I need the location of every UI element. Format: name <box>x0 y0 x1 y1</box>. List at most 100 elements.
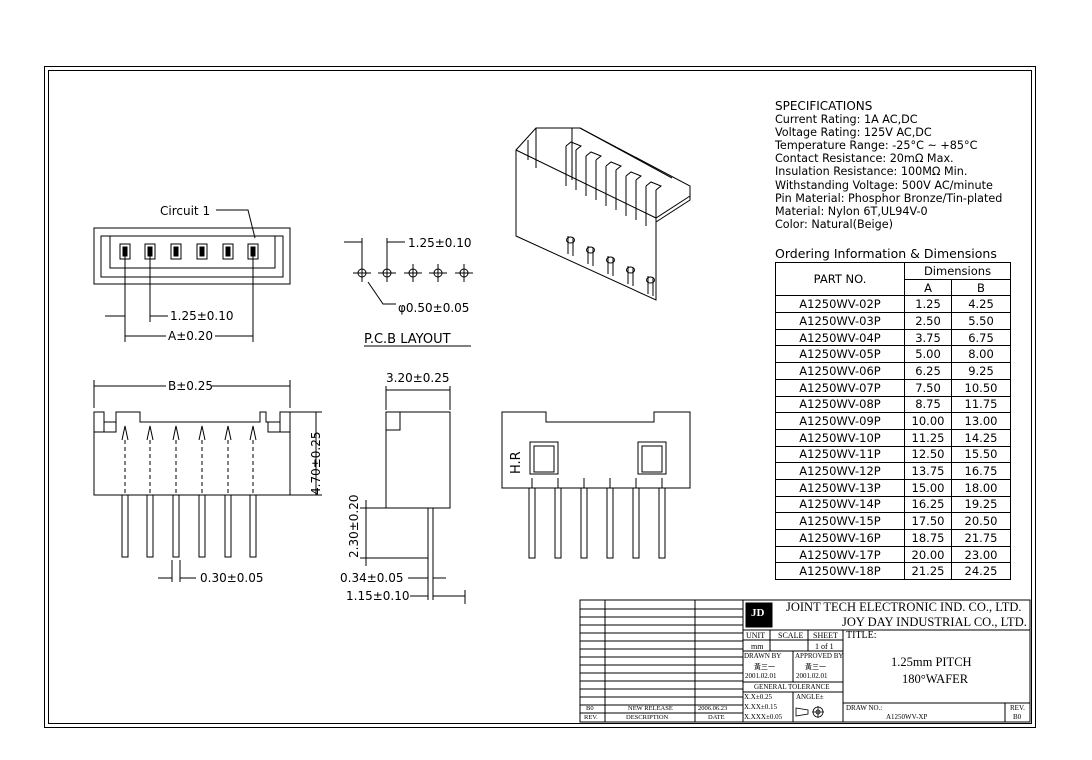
iso-pin-tail <box>587 246 594 266</box>
spec-line: Contact Resistance: 20mΩ Max. <box>775 152 954 166</box>
tolerance-1: X.X±0.25 <box>744 693 772 701</box>
col-b-header: B <box>951 278 1011 297</box>
unit-label: UNIT <box>746 631 766 640</box>
dim-a-cell: 18.75 <box>904 529 952 547</box>
part-no-cell: A1250WV-04P <box>775 328 905 347</box>
spec-line: Temperature Range: -25°C ~ +85°C <box>775 139 978 153</box>
iso-pin-slot <box>585 151 602 200</box>
isometric-pins <box>565 141 662 296</box>
dim-b-cell: 20.50 <box>951 512 1011 530</box>
drawn-by-label: DRAWN BY <box>744 652 782 660</box>
tolerance-3: X.XXX±0.05 <box>744 713 783 721</box>
pcb-hole-centerline <box>404 264 422 282</box>
draw-no-label: DRAW NO.: <box>846 704 883 712</box>
dim-pcb-pitch: 1.25±0.10 <box>408 236 472 250</box>
approved-date: 2001.02.01 <box>796 672 828 680</box>
front-pin-tail <box>198 494 206 558</box>
part-no-cell: A1250WV-06P <box>775 362 905 380</box>
company-name-1: JOINT TECH ELECTRONIC IND. CO., LTD. <box>786 600 1022 614</box>
rear-pin-tail <box>580 487 588 559</box>
drawn-by-name: 黃三一 <box>754 663 775 671</box>
part-no-cell: A1250WV-16P <box>775 529 905 547</box>
front-pin-tail <box>224 494 232 558</box>
title-label: TITLE: <box>846 630 877 641</box>
dim-a-cell: 11.25 <box>904 428 952 447</box>
top-pin-outline <box>196 243 208 260</box>
pcb-layout-label: P.C.B LAYOUT <box>364 332 451 347</box>
part-no-cell: A1250WV-13P <box>775 478 905 497</box>
rev-value: B0 <box>1013 713 1022 721</box>
spec-line: Withstanding Voltage: 500V AC/minute <box>775 178 993 192</box>
spec-line: Current Rating: 1A AC,DC <box>775 113 918 127</box>
dim-b-cell: 9.25 <box>951 362 1011 380</box>
front-pin-tip <box>224 425 232 441</box>
front-pin-tip <box>146 425 154 441</box>
projection-symbol-icon <box>795 706 824 718</box>
front-pin-tail <box>172 494 180 558</box>
revision-row-desc: NEW RELEASE <box>628 705 673 712</box>
rear-view: H.R <box>501 411 691 559</box>
specifications-heading: SPECIFICATIONS <box>775 99 873 113</box>
iso-pin-tail <box>647 276 654 296</box>
company-logo: JD <box>751 607 765 619</box>
part-no-cell: A1250WV-03P <box>775 312 905 330</box>
dim-a-cell: 13.75 <box>904 462 952 480</box>
dim-b-cell: 5.50 <box>951 312 1011 330</box>
dim-b-cell: 10.50 <box>951 378 1011 397</box>
iso-pin-slot <box>645 181 662 230</box>
dim-b-cell: 11.75 <box>951 395 1011 414</box>
iso-pin-tail <box>607 256 614 276</box>
inner-frame <box>48 70 1032 724</box>
top-pin-outline <box>170 243 182 260</box>
revision-row-rev: B0 <box>586 705 594 712</box>
dim-a-cell: 2.50 <box>904 312 952 330</box>
dimensions-header: Dimensions <box>904 262 1011 280</box>
isometric-view <box>515 127 691 301</box>
dim-a-cell: 15.00 <box>904 478 952 497</box>
iso-pin-slot <box>605 161 622 210</box>
iso-pin-collar <box>626 266 635 274</box>
date-column-header: DATE <box>708 714 725 721</box>
ordering-title: Ordering Information & Dimensions <box>775 246 997 261</box>
part-no-cell: A1250WV-17P <box>775 545 905 564</box>
rev-column-header: REV. <box>584 714 598 721</box>
spec-line: Material: Nylon 6T,UL94V-0 <box>775 204 928 218</box>
top-view: Circuit 1 1.25±0.10 A±0.20 <box>93 204 291 343</box>
iso-pin-slot <box>625 171 642 220</box>
iso-pin-collar <box>606 256 615 264</box>
top-pin-contact <box>173 246 179 257</box>
drawing-title-line1: 1.25mm PITCH <box>891 655 972 669</box>
pcb-hole-centerline <box>378 264 396 282</box>
revision-row-date: 2006.06.23 <box>698 705 728 712</box>
rev-label: REV. <box>1010 704 1025 712</box>
tolerance-2: X.XX±0.15 <box>744 703 778 711</box>
rear-pin-tail <box>632 487 640 559</box>
iso-pin-tail <box>627 266 634 286</box>
rear-pin-tail <box>606 487 614 559</box>
rear-pin-tail <box>658 487 666 559</box>
front-pin-tip <box>121 425 129 441</box>
pcb-hole-centerline <box>429 264 447 282</box>
spec-line: Voltage Rating: 125V AC,DC <box>775 126 932 140</box>
dim-pin-length: 2.30±0.20 <box>347 495 361 559</box>
part-no-cell: A1250WV-14P <box>775 495 905 514</box>
rear-pin-tail <box>554 487 562 559</box>
dim-b-cell: 14.25 <box>951 428 1011 447</box>
pcb-hole-centerline <box>353 264 371 282</box>
dim-b-cell: 13.00 <box>951 412 1011 430</box>
hr-label: H.R <box>509 451 524 474</box>
approved-by-name: 黃三一 <box>805 663 826 671</box>
side-view: 3.20±0.25 2.30±0.20 0.34±0.05 1.15±0.10 <box>340 371 466 604</box>
dim-pitch-top: 1.25±0.10 <box>170 309 234 323</box>
